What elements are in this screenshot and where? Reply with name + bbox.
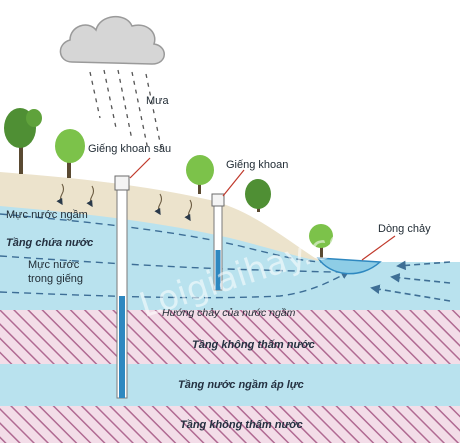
well-label: Giếng khoan — [226, 159, 288, 171]
well-water-level-label-2: trong giếng — [28, 273, 83, 285]
aquifer-layer — [0, 206, 460, 312]
impermeable-layer-1 — [0, 310, 460, 364]
impermeable-layer-2 — [0, 406, 460, 443]
deep-well-pipe-icon — [114, 175, 130, 399]
cloud-icon — [59, 16, 165, 65]
confined-aquifer-layer — [0, 364, 460, 406]
confined-aquifer-label: Tầng nước ngầm áp lực — [178, 379, 304, 391]
well-pipe-icon — [211, 193, 225, 291]
deep-well-label: Giếng khoan sâu — [88, 143, 171, 155]
impermeable-layer-1-label: Tầng không thấm nước — [192, 339, 315, 351]
water-table-label: Mực nước ngầm — [6, 209, 88, 221]
rain-label: Mưa — [146, 95, 170, 107]
rain-drops — [89, 69, 163, 153]
water-table-line — [0, 213, 326, 263]
flow-direction-label: Hướng chảy của nước ngầm — [162, 307, 296, 319]
well-water-level-label-1: Mực nước — [28, 259, 80, 271]
stream-icon — [316, 257, 382, 275]
flow-arrow-icon — [370, 260, 451, 302]
impermeable-layer-2-label: Tầng không thấm nước — [180, 419, 303, 431]
infiltration-arrows — [56, 183, 193, 222]
leader-lines — [129, 157, 396, 261]
tree-icon — [4, 108, 333, 258]
stream-label: Dòng chảy — [378, 223, 431, 235]
aquifer-label: Tầng chứa nước — [6, 237, 93, 249]
